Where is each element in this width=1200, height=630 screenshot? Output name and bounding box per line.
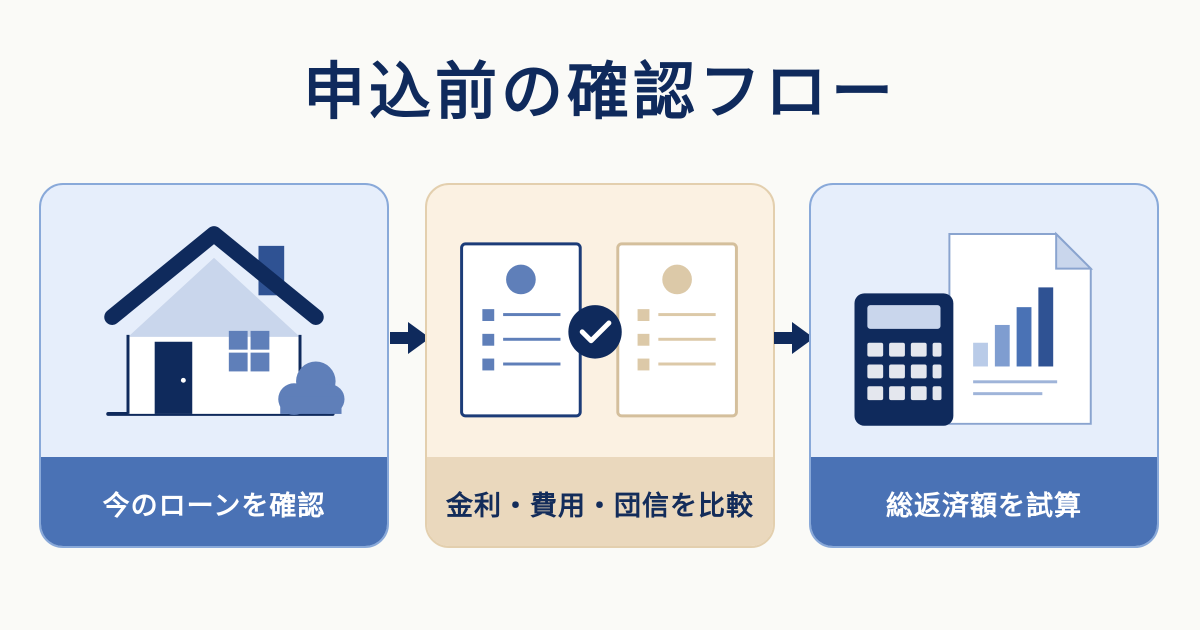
- page-title: 申込前の確認フロー: [302, 55, 897, 128]
- step-label-current-loan: 今のローンを確認: [41, 457, 387, 546]
- step-card-simulate: 総返済額を試算: [809, 183, 1159, 548]
- step-card-current-loan: 今のローンを確認: [39, 183, 389, 548]
- arrow-right-icon: [390, 322, 430, 354]
- step-card-compare: 金利・費用・団信を比較: [425, 183, 775, 548]
- step-label-compare: 金利・費用・団信を比較: [427, 457, 773, 546]
- calculator-chart-icon: [854, 231, 1094, 426]
- compare-documents-icon: [460, 242, 738, 418]
- step-label-simulate: 総返済額を試算: [811, 457, 1157, 546]
- arrow-right-icon: [774, 322, 814, 354]
- check-icon: [568, 305, 622, 359]
- house-icon: [104, 226, 345, 416]
